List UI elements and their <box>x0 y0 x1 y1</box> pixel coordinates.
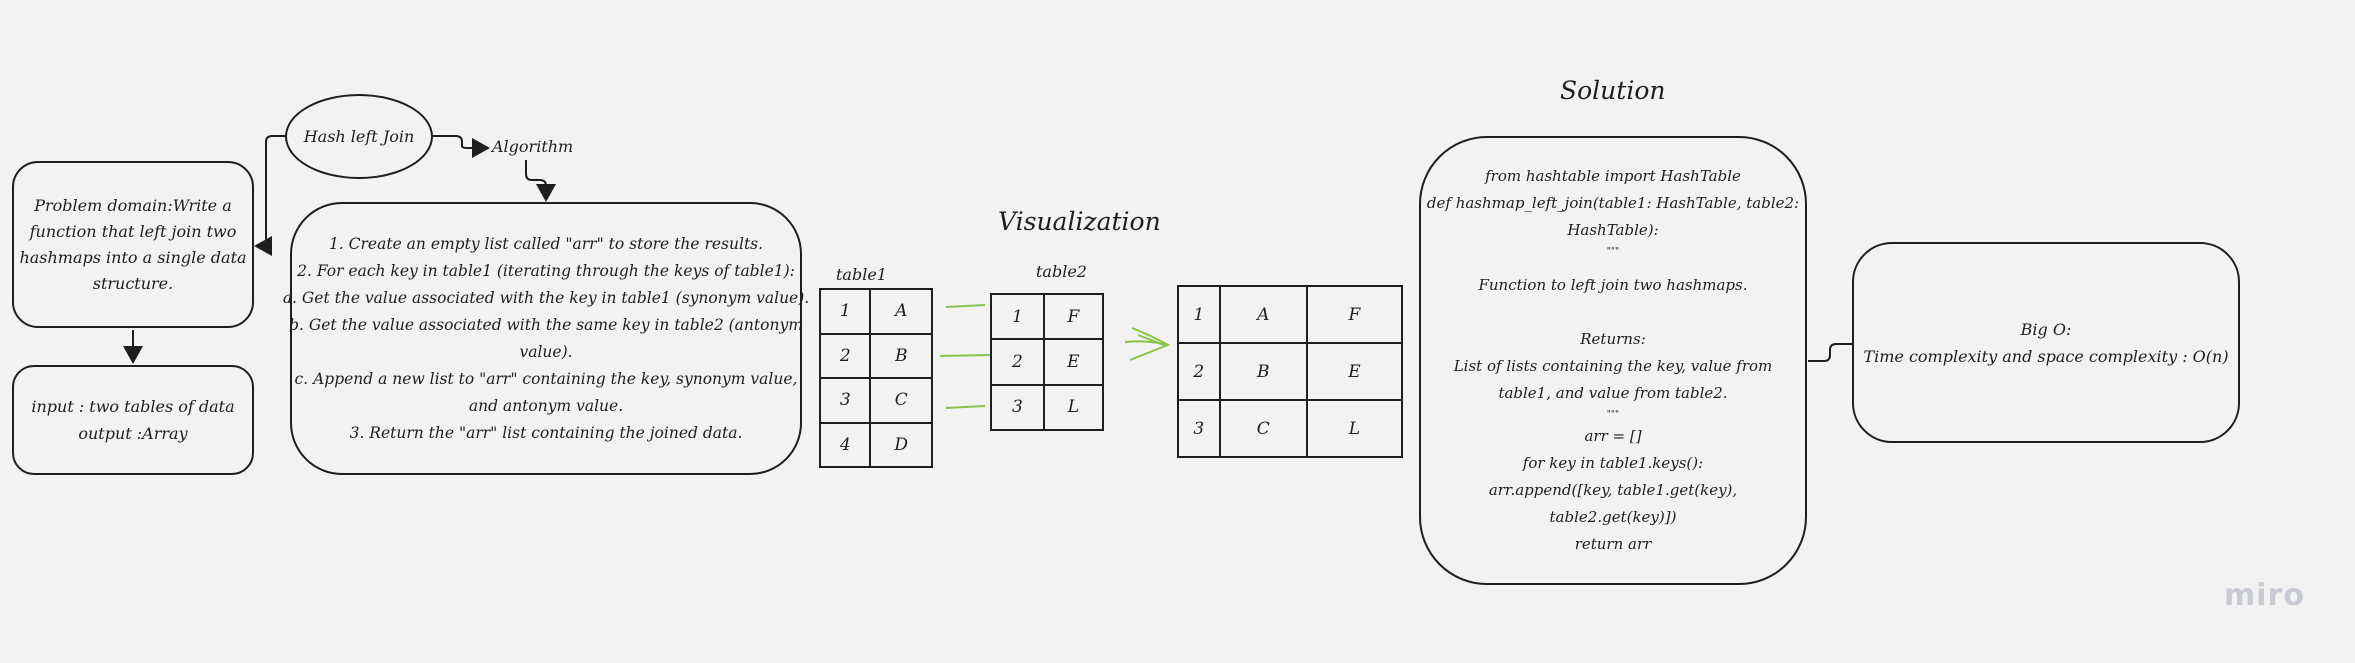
table-cell: C <box>1218 399 1308 458</box>
code-line <box>1427 260 1799 272</box>
table-cell: E <box>1305 342 1404 401</box>
problem-domain-line: function that left join two <box>29 221 237 241</box>
table-cell: 2 <box>990 338 1045 386</box>
table-cell: 3 <box>1177 399 1221 458</box>
arrow-to-algorithm <box>432 135 490 158</box>
table-cell: 3 <box>990 383 1045 432</box>
code-line: List of lists containing the key, value … <box>1453 357 1773 375</box>
algorithm-step: value). <box>519 342 573 361</box>
code-line: HashTable): <box>1567 221 1659 239</box>
table-cell: D <box>869 421 933 468</box>
code-line: def hashmap_left_join(table1: HashTable,… <box>1426 194 1800 212</box>
code-line: """ <box>1606 247 1620 257</box>
table-cell: L <box>1305 399 1404 458</box>
problem-domain-line: Problem domain:Write a <box>34 195 232 215</box>
table-cell: A <box>1218 285 1308 344</box>
algorithm-step: b. Get the value associated with the sam… <box>289 315 803 334</box>
table-cell: F <box>1305 285 1404 344</box>
hash-left-join-label: Hash left Join <box>303 127 415 146</box>
solution-code-box: from hashtable import HashTable def hash… <box>1419 136 1807 585</box>
code-line: Returns: <box>1580 330 1646 348</box>
code-line <box>1427 299 1799 326</box>
problem-domain-line: structure. <box>92 273 174 293</box>
algorithm-step: and antonym value. <box>468 396 624 415</box>
code-line: arr.append([key, table1.get(key), <box>1488 481 1738 499</box>
algorithm-step: 1. Create an empty list called "arr" to … <box>328 234 764 253</box>
table-cell: 4 <box>818 421 872 468</box>
algorithm-step: a. Get the value associated with the key… <box>282 288 810 307</box>
table-cell: L <box>1042 383 1105 432</box>
algorithm-steps-box: 1. Create an empty list called "arr" to … <box>283 202 809 475</box>
table-cell: E <box>1042 338 1105 386</box>
table1-label: table1 <box>836 265 887 284</box>
big-o-title: Big O: <box>2020 319 2072 339</box>
algorithm-step: 2. For each key in table1 (iterating thr… <box>297 261 795 280</box>
input-text: input : two tables of data <box>31 397 235 416</box>
algorithm-step: c. Append a new list to "arr" containing… <box>294 369 798 388</box>
arrow-to-steps <box>525 160 556 202</box>
solution-title: Solution <box>1560 76 1666 105</box>
link-row-2 <box>939 354 991 357</box>
miro-logo: miro <box>2224 578 2305 613</box>
table-cell: 1 <box>1177 285 1221 344</box>
code-line: Function to left join two hashmaps. <box>1478 276 1748 294</box>
result-arrow <box>1124 327 1171 361</box>
link-row-1 <box>945 304 986 308</box>
visualization-title: Visualization <box>998 207 1161 236</box>
table-cell: B <box>869 332 933 379</box>
link-solution-bigo <box>1808 343 1852 362</box>
code-line: return arr <box>1574 535 1652 553</box>
io-box: input : two tables of data output :Array <box>12 365 254 475</box>
table-cell: B <box>1218 342 1308 401</box>
problem-domain-box: Problem domain:Write a function that lef… <box>12 161 254 328</box>
big-o-text: Time complexity and space complexity : O… <box>1863 346 2229 366</box>
code-line: arr = [] <box>1584 427 1642 445</box>
table-cell: F <box>1042 292 1105 341</box>
code-line: table2.get(key)]) <box>1549 508 1677 526</box>
algorithm-label: Algorithm <box>492 137 574 156</box>
table-cell: 1 <box>990 292 1045 341</box>
big-o-box: Big O: Time complexity and space complex… <box>1852 242 2240 443</box>
table-cell: C <box>869 377 933 424</box>
code-line: table1, and value from table2. <box>1498 384 1728 402</box>
output-text: output :Array <box>78 424 188 443</box>
problem-domain-line: hashmaps into a single data <box>19 247 247 267</box>
hash-left-join-node: Hash left Join <box>285 94 433 179</box>
arrow-to-problem-domain <box>254 135 286 256</box>
table-cell: 3 <box>818 377 872 424</box>
table-cell: 1 <box>818 288 872 335</box>
code-line: from hashtable import HashTable <box>1485 167 1741 185</box>
code-line: """ <box>1606 410 1620 420</box>
table-cell: 2 <box>1177 342 1221 401</box>
code-line: for key in table1.keys(): <box>1522 454 1704 472</box>
table-cell: 2 <box>818 332 872 379</box>
table-cell: A <box>869 288 933 335</box>
algorithm-step: 3. Return the "arr" list containing the … <box>349 423 743 442</box>
link-row-3 <box>945 405 986 409</box>
table2-label: table2 <box>1036 262 1087 281</box>
